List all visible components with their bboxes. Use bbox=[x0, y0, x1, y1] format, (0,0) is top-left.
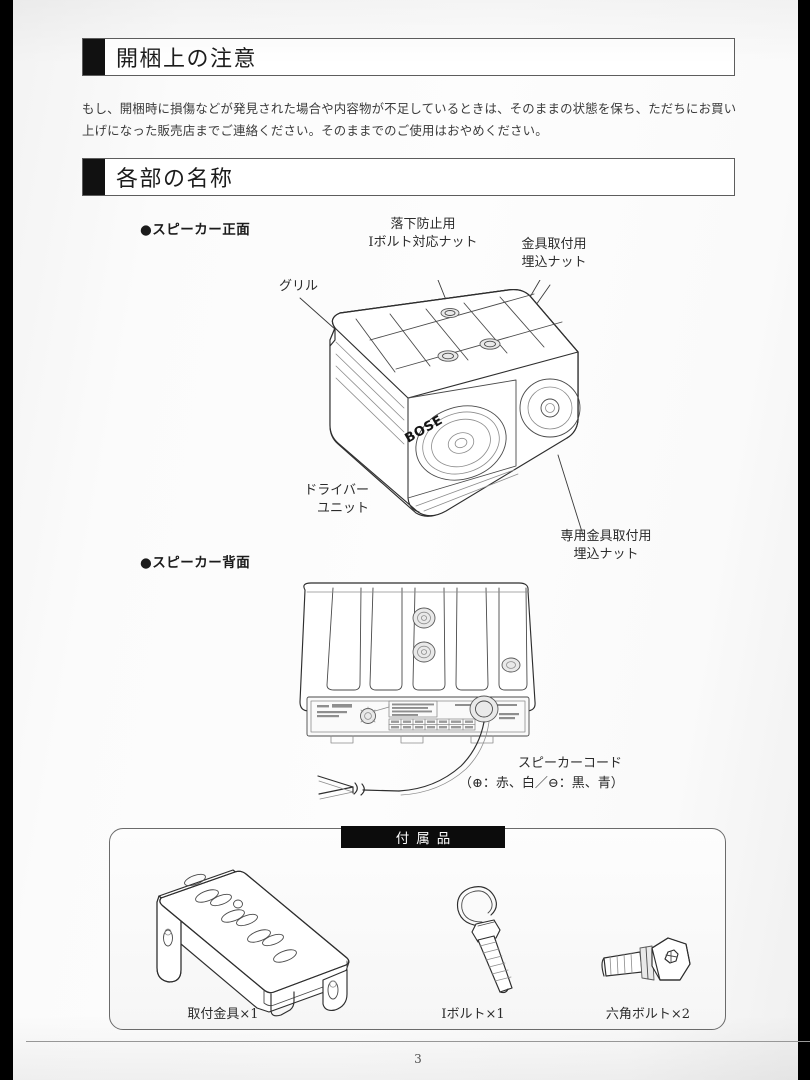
mounting-bracket-icon bbox=[141, 858, 371, 1018]
right-letterbox-bar bbox=[798, 0, 810, 1080]
callout-driver-unit: ドライバー ユニット bbox=[304, 483, 369, 516]
callout-bracket-insert-nut: 金具取付用 埋込ナット bbox=[521, 237, 587, 270]
figure-sublabel-speaker-front: ●スピーカー正面 bbox=[140, 222, 251, 238]
page-number: 3 bbox=[414, 1052, 422, 1066]
left-letterbox-bar bbox=[0, 0, 13, 1080]
heading-block-marker-icon bbox=[83, 39, 105, 75]
section-heading-parts-names-text: 各部の名称 bbox=[116, 167, 234, 192]
section-heading-unpacking-text: 開梱上の注意 bbox=[116, 47, 258, 72]
figure-sublabel-speaker-rear: ●スピーカー背面 bbox=[140, 555, 251, 571]
footer-divider bbox=[26, 1041, 810, 1042]
speaker-rear-illustration bbox=[203, 580, 623, 805]
accessory-caption-hex-bolt: 六角ボルト×2 bbox=[605, 1007, 691, 1022]
callout-grille: グリル bbox=[279, 279, 319, 294]
section-heading-parts-names: 各部の名称 bbox=[82, 158, 735, 196]
callout-fall-prevention-nut: 落下防止用 Iボルト対応ナット bbox=[368, 217, 478, 250]
callout-dedicated-bracket-nut: 専用金具取付用 埋込ナット bbox=[560, 529, 652, 562]
callout-speaker-cord-polarity: （⊕：赤、白／⊖：黒、青） bbox=[459, 776, 624, 791]
accessories-banner: 付属品 bbox=[341, 826, 505, 848]
speaker-front-illustration: BOSE bbox=[278, 280, 658, 550]
heading-block-marker-icon bbox=[83, 159, 105, 195]
accessory-caption-mount-bracket: 取付金具×1 bbox=[187, 1007, 259, 1022]
hex-bolt-icon bbox=[598, 930, 698, 1000]
eye-bolt-icon bbox=[438, 882, 528, 1002]
section-heading-unpacking: 開梱上の注意 bbox=[82, 38, 735, 76]
callout-speaker-cord: スピーカーコード bbox=[518, 756, 623, 771]
accessory-caption-i-bolt: Iボルト×1 bbox=[441, 1007, 505, 1022]
unpacking-body-text: もし、開梱時に損傷などが発見された場合や内容物が不足しているときは、そのままの状… bbox=[82, 101, 737, 139]
manual-page: 開梱上の注意 もし、開梱時に損傷などが発見された場合や内容物が不足しているときは… bbox=[13, 0, 810, 1080]
